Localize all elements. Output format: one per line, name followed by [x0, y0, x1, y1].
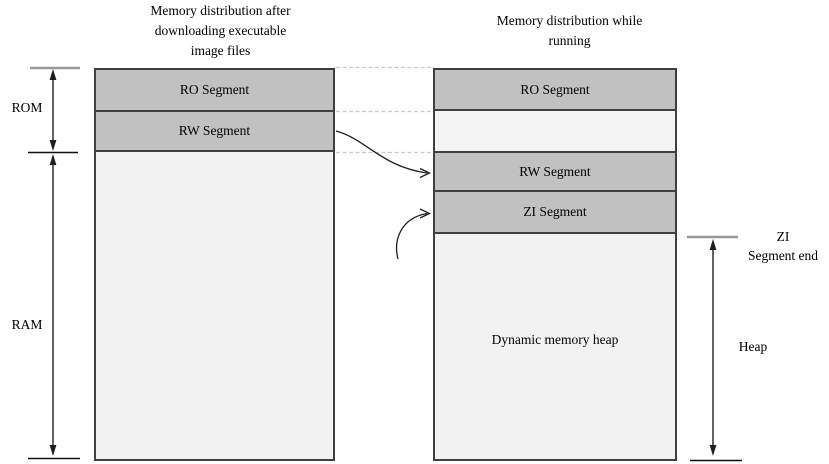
segment-rw-download-label: RW Segment: [178, 123, 251, 138]
ram-extent-label: RAM: [11, 317, 43, 332]
column-after-download: RO Segment RW Segment: [94, 68, 335, 461]
heap-extent-label: Heap: [738, 339, 768, 354]
segment-dynamic-heap: Dynamic memory heap: [435, 234, 675, 459]
title-memory-after-download: Memory distribution after downloading ex…: [150, 3, 291, 58]
segment-ro-running-label: RO Segment: [520, 81, 590, 97]
segment-mapping-dashed-lines: [336, 66, 432, 154]
heap-extent-arrow: [709, 239, 717, 456]
segment-ro-download-label: RO Segment: [179, 82, 250, 97]
rom-extent-arrow: [49, 69, 57, 151]
segment-dynamic-heap-label: Dynamic memory heap: [491, 331, 619, 347]
title-memory-while-running: Memory distribution while running: [496, 13, 643, 48]
segment-rw-running: RW Segment: [435, 153, 675, 192]
segment-zi-running: ZI Segment: [435, 192, 675, 234]
segment-zi-running-label: ZI Segment: [523, 204, 587, 219]
segment-rw-download: RW Segment: [96, 112, 333, 152]
rw-relocation-arrow: [335, 130, 432, 179]
ram-extent-arrow: [49, 154, 57, 456]
segment-rw-running-label: RW Segment: [519, 163, 591, 179]
rom-extent-label: ROM: [11, 100, 43, 115]
segment-empty-ram-download: [96, 152, 333, 459]
segment-gap-running: [435, 111, 675, 153]
zi-creation-arrow: [395, 208, 432, 260]
column-while-running: RO Segment RW Segment ZI Segment Dynamic…: [433, 68, 677, 461]
segment-ro-running: RO Segment: [435, 70, 675, 111]
segment-ro-download: RO Segment: [96, 70, 333, 112]
zi-segment-end-label: ZI Segment end: [747, 229, 819, 263]
